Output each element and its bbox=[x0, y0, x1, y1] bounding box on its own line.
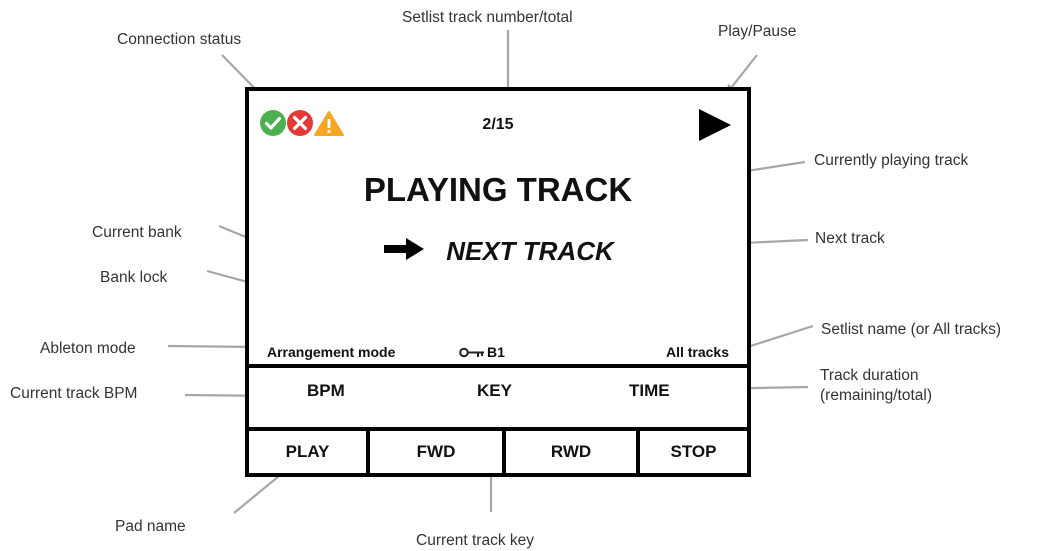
callout-bank-lock: Bank lock bbox=[100, 269, 168, 286]
pad-rwd[interactable]: RWD bbox=[502, 431, 636, 473]
pad-play[interactable]: PLAY bbox=[285, 442, 330, 461]
callout-next-track: Next track bbox=[815, 230, 885, 247]
arrow-ableton-mode bbox=[167, 341, 258, 352]
track-time: TIME bbox=[629, 381, 670, 400]
warning-icon bbox=[314, 111, 344, 136]
callout-pad-name: Pad name bbox=[115, 518, 186, 535]
pad-fwd[interactable]: FWD bbox=[366, 431, 502, 473]
callout-current-bank: Current bank bbox=[92, 224, 182, 241]
bank-label: B1 bbox=[487, 344, 505, 360]
callout-track-duration: Track duration (remaining/total) bbox=[820, 367, 932, 404]
play-icon[interactable] bbox=[697, 107, 733, 148]
track-bpm: BPM bbox=[307, 381, 345, 400]
connection-status bbox=[259, 108, 355, 138]
pad-stop[interactable]: STOP bbox=[636, 431, 747, 473]
info-row: Arrangement mode B1 All tracks bbox=[249, 344, 747, 366]
track-key: KEY bbox=[477, 381, 512, 400]
arrow-play-pause bbox=[725, 54, 758, 95]
callout-currently-playing: Currently playing track bbox=[814, 152, 969, 169]
current-bank: B1 bbox=[459, 344, 505, 361]
setlist-track-number: 2/15 bbox=[482, 116, 514, 133]
next-arrow-icon bbox=[382, 236, 426, 267]
lock-key-icon bbox=[459, 345, 485, 361]
next-track-label: NEXT TRACK bbox=[446, 236, 614, 266]
check-icon bbox=[260, 110, 286, 136]
error-icon bbox=[287, 110, 313, 136]
playing-track: PLAYING TRACK bbox=[363, 171, 633, 208]
callout-connection-status: Connection status bbox=[117, 31, 242, 48]
callout-setlist-number: Setlist track number/total bbox=[402, 9, 573, 26]
ableton-mode: Arrangement mode bbox=[267, 344, 396, 360]
callout-play-pause: Play/Pause bbox=[718, 23, 797, 40]
pad-row: PLAY FWD RWD STOP bbox=[249, 431, 747, 473]
callout-current-key: Current track key bbox=[416, 532, 535, 549]
setlist-name: All tracks bbox=[665, 344, 729, 360]
callout-current-bpm: Current track BPM bbox=[10, 385, 138, 402]
divider bbox=[249, 364, 747, 368]
next-track-row: NEXT TRACK bbox=[249, 236, 747, 267]
divider bbox=[249, 427, 747, 431]
callout-ableton-mode: Ableton mode bbox=[40, 340, 136, 357]
callout-setlist-name: Setlist name (or All tracks) bbox=[821, 321, 1002, 338]
device-screen: 2/15 PLAYING TRACK NEXT TRACK Arrangemen… bbox=[245, 87, 751, 477]
